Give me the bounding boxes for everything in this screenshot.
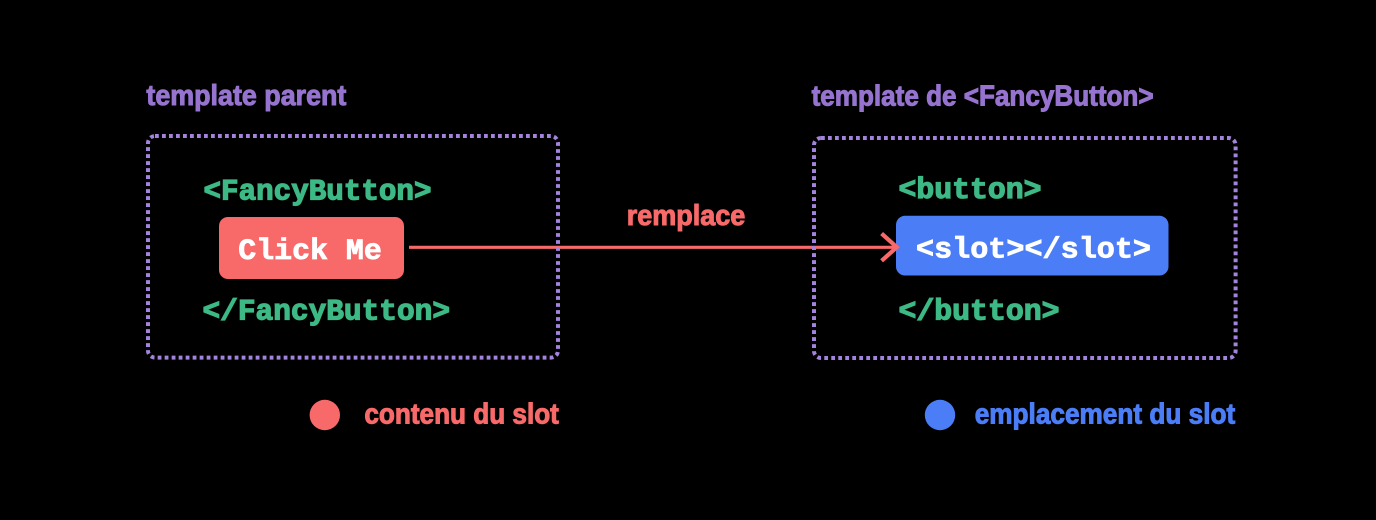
svg-text:template de <FancyButton>: template de <FancyButton> (812, 80, 1154, 112)
svg-text:</button>: </button> (899, 295, 1060, 328)
svg-text:</FancyButton>: </FancyButton> (203, 296, 451, 329)
svg-text:<slot></slot>: <slot></slot> (916, 233, 1151, 266)
svg-text:template parent: template parent (146, 80, 346, 112)
svg-text:contenu du slot: contenu du slot (364, 399, 559, 431)
svg-text:<button>: <button> (899, 174, 1042, 207)
svg-text:<FancyButton>: <FancyButton> (204, 175, 432, 208)
svg-text:remplace: remplace (627, 200, 746, 232)
svg-text:emplacement du slot: emplacement du slot (975, 398, 1236, 430)
svg-text:Click Me: Click Me (238, 235, 381, 268)
